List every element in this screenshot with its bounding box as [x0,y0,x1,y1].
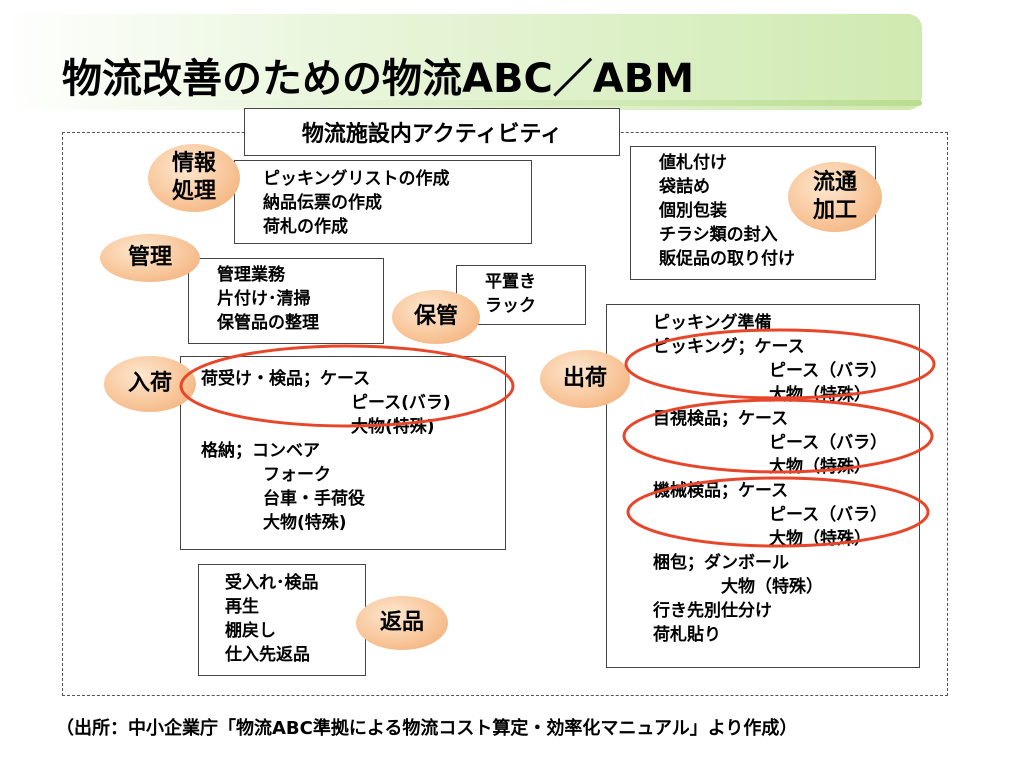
shukka-item: 大物（特殊） [721,577,823,597]
shukka-item: 大物（特殊） [769,385,871,405]
hokan-badge-label: 保管 [413,304,458,329]
shukka-item: ピース（バラ） [769,433,888,453]
nyuka-item: 台車・手荷役 [263,489,365,509]
henpin-item: 受入れ･検品 [225,573,319,593]
info-item: 納品伝票の作成 [263,193,382,213]
kanri-badge: 管理 [100,234,200,282]
title-underline [8,100,922,106]
ryutsu-item: 個別包装 [659,201,727,221]
info-badge: 情報 処理 [148,144,240,212]
info-item: 荷札の作成 [263,217,348,237]
kanri-item: 管理業務 [217,265,285,285]
shukka-item: 機械検品；ケース [653,481,789,501]
nyuka-item: フォーク [263,465,331,485]
shukka-item: ピース（バラ） [769,505,888,525]
nyuka-item: 大物(特殊) [263,513,347,533]
nyuka-item: 荷受け・検品；ケース [201,369,371,389]
nyuka-item: 大物(特殊) [351,417,435,437]
shukka-item: 梱包；ダンボール [653,553,789,573]
shukka-item: 目視検品；ケース [653,409,789,429]
ryutsu-item: 販促品の取り付け [659,249,795,269]
shukka-badge-label: 出荷 [562,366,607,391]
henpin-item: 再生 [225,597,259,617]
kanri-box: 管理業務 片付け･清掃 保管品の整理 [188,258,384,344]
hokan-item: 平置き [485,272,536,292]
nyuka-box: 荷受け・検品；ケース ピース(バラ) 大物(特殊) 格納；コンベア フォーク 台… [180,356,506,550]
kanri-badge-label: 管理 [127,245,172,270]
ryutsu-badge-line: 加工 [812,198,857,223]
nyuka-item: ピース(バラ) [351,393,451,413]
info-box: ピッキングリストの作成 納品伝票の作成 荷札の作成 [234,160,532,244]
nyuka-badge-label: 入荷 [127,371,172,396]
henpin-badge: 返品 [356,596,448,650]
shukka-item: ピッキング準備 [653,313,772,333]
shukka-badge: 出荷 [540,350,630,408]
ryutsu-badge: 流通 加工 [788,162,882,232]
shukka-item: 行き先別仕分け [653,601,772,621]
ryutsu-item: チラシ類の封入 [659,225,778,245]
ryutsu-item: 袋詰め [659,177,710,197]
info-badge-line: 情報 [171,151,216,176]
hokan-item: ラック [485,296,536,316]
diagram-header: 物流施設内アクティビティ [244,108,620,156]
nyuka-badge: 入荷 [104,356,196,412]
henpin-badge-label: 返品 [379,610,424,635]
shukka-box: ピッキング準備 ピッキング；ケース ピース（バラ） 大物（特殊） 目視検品；ケー… [606,304,920,668]
henpin-item: 仕入先返品 [225,645,310,665]
shukka-item: 大物（特殊） [769,457,871,477]
info-item: ピッキングリストの作成 [263,169,450,189]
kanri-item: 片付け･清掃 [217,289,311,309]
shukka-item: 大物（特殊） [769,529,871,549]
shukka-item: ピッキング；ケース [653,337,805,357]
title-band [0,14,922,110]
henpin-item: 棚戻し [225,621,276,641]
page-title: 物流改善のための物流ABC／ABM [62,56,695,102]
henpin-box: 受入れ･検品 再生 棚戻し 仕入先返品 [198,564,366,676]
hokan-badge: 保管 [392,290,480,344]
source-note: （出所：中小企業庁「物流ABC準拠による物流コスト算定・効率化マニュアル」より作… [56,718,798,739]
ryutsu-item: 値札付け [659,153,727,173]
ryutsu-badge-line: 流通 [812,170,857,195]
shukka-item: ピース（バラ） [769,361,888,381]
nyuka-item: 格納；コンベア [201,441,320,461]
kanri-item: 保管品の整理 [217,313,319,333]
info-badge-line: 処理 [171,179,216,204]
shukka-item: 荷札貼り [653,625,721,645]
